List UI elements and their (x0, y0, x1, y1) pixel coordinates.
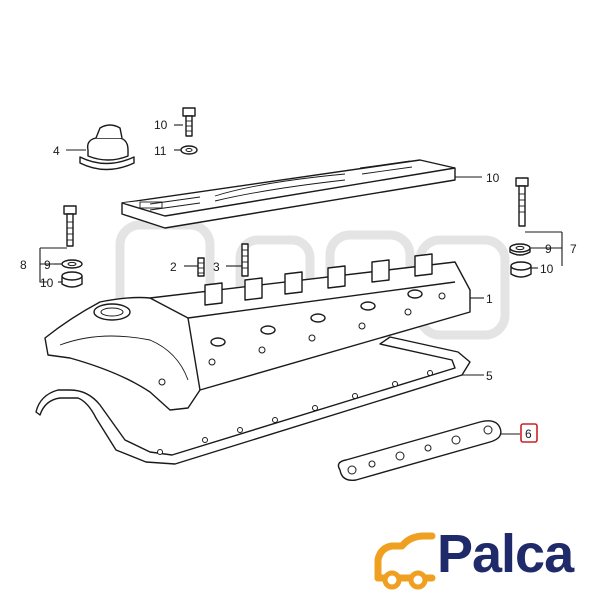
cover-spark-wells (210, 289, 423, 347)
spark-plug-gasket-6 (337, 420, 502, 481)
callout-10-left: 10 (40, 276, 54, 290)
cover-gasket-5 (35, 336, 471, 465)
callout-12: 10 (154, 118, 168, 132)
cover-ribs (204, 253, 433, 306)
cover-mount-holes (158, 292, 446, 386)
ignition-cover-11 (121, 159, 456, 229)
callout-6-highlight-box (520, 423, 538, 443)
callout-10-right: 10 (540, 262, 554, 276)
gasket-bolt-holes (157, 370, 433, 455)
callout-11: 10 (486, 171, 500, 185)
stud-2 (197, 257, 205, 277)
callout-7: 7 (570, 242, 577, 256)
callout-9-right: 9 (545, 242, 552, 256)
valve-cover-1 (44, 253, 471, 411)
grommet-left-10 (61, 271, 83, 288)
callout-3: 3 (213, 260, 220, 274)
palca-car-icon (374, 532, 436, 590)
grommet-right-10 (510, 261, 532, 278)
leader-lines (39, 124, 563, 435)
palca-logo-text: Palca (437, 524, 574, 584)
bolt-12 (182, 107, 196, 137)
callout-5: 5 (486, 369, 493, 383)
callout-8: 8 (20, 258, 27, 272)
washer-13 (180, 145, 198, 155)
washer-left-9 (61, 259, 83, 269)
oil-filler-cap (79, 124, 135, 171)
callout-1: 1 (486, 292, 493, 306)
callout-labels: 4 10 11 10 8 9 10 2 3 1 5 9 10 7 6 (20, 118, 577, 443)
callout-9-left: 9 (44, 258, 51, 272)
callout-2: 2 (170, 260, 177, 274)
bolt-right (515, 177, 529, 227)
callout-6: 6 (525, 427, 532, 441)
callout-13: 11 (154, 144, 167, 158)
callout-4: 4 (53, 144, 60, 158)
bolt-left (63, 205, 77, 247)
stud-3 (241, 243, 249, 277)
washer-right-9 (509, 243, 531, 256)
